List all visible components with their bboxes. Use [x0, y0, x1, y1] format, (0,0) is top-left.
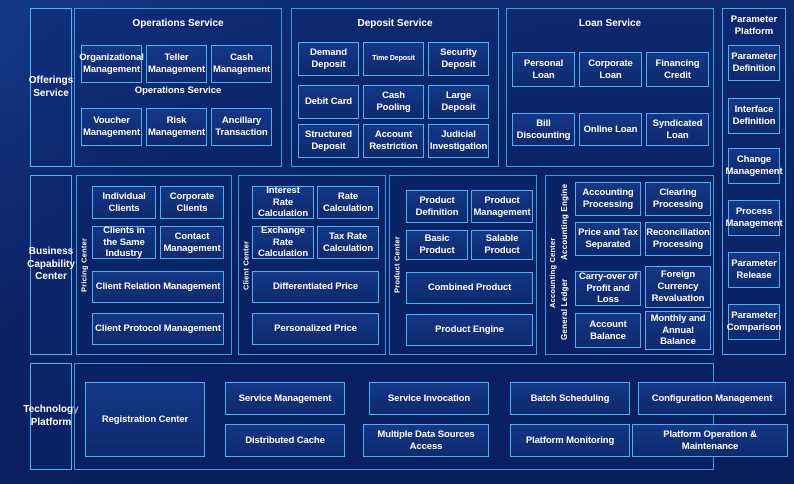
cell-judicial-investigation[interactable]: Judicial Investigation [428, 124, 489, 158]
cell-differentiated-price[interactable]: Differentiated Price [252, 271, 379, 303]
lane-offerings-service-label: Offerings Service [28, 75, 74, 99]
cell-demand-deposit[interactable]: Demand Deposit [298, 42, 359, 76]
cell-combined-product[interactable]: Combined Product [406, 272, 533, 304]
cell-clearing-processing[interactable]: Clearing Processing [645, 182, 711, 216]
lane-business-capability-center-label: Business Capability Center [27, 246, 75, 283]
cell-product-management[interactable]: Product Management [471, 190, 533, 223]
cell-online-loan[interactable]: Online Loan [579, 113, 642, 146]
cell-contact-management[interactable]: Contact Management [160, 226, 224, 259]
group-loan-service-title: Loan Service [578, 18, 642, 29]
group-operations-service-title: Operations Service [132, 18, 224, 29]
side-column-parameter-platform-title: Parameter Platform [730, 14, 778, 38]
lane-technology-platform-label: Technology Platform [23, 404, 79, 428]
lane-business-capability-center[interactable]: Business Capability Center [27, 175, 75, 355]
cell-batch-scheduling[interactable]: Batch Scheduling [510, 382, 630, 415]
side-item-interface-definition[interactable]: Interface Definition [728, 98, 780, 134]
cell-reconciliation-processing[interactable]: Reconciliation Processing [645, 222, 711, 256]
cell-service-management[interactable]: Service Management [225, 382, 345, 415]
cell-personalized-price[interactable]: Personalized Price [252, 313, 379, 345]
cell-individual-clients[interactable]: Individual Clients [92, 186, 156, 219]
subgroup-general-ledger-vlabel: General Ledger [560, 278, 569, 340]
side-item-change-management[interactable]: Change Management [725, 148, 783, 184]
side-item-parameter-release[interactable]: Parameter Release [728, 252, 780, 288]
cell-service-invocation[interactable]: Service Invocation [369, 382, 489, 415]
cell-syndicated-loan[interactable]: Syndicated Loan [646, 113, 709, 146]
cell-price-and-tax-separated[interactable]: Price and Tax Separated [575, 222, 641, 256]
cell-account-restriction[interactable]: Account Restriction [363, 124, 424, 158]
cell-product-definition[interactable]: Product Definition [406, 190, 468, 223]
cell-distributed-cache[interactable]: Distributed Cache [225, 424, 345, 457]
cell-clients-same-industry[interactable]: Clients in the Same Industry [92, 225, 156, 259]
side-item-parameter-definition[interactable]: Parameter Definition [728, 45, 780, 81]
cell-corporate-clients[interactable]: Corporate Clients [160, 186, 224, 219]
side-item-process-management[interactable]: Process Management [725, 200, 783, 236]
cell-basic-product[interactable]: Basic Product [406, 230, 468, 260]
cell-personal-loan[interactable]: Personal Loan [512, 52, 575, 87]
cell-structured-deposit[interactable]: Structured Deposit [298, 124, 359, 158]
cell-multiple-data-sources-access[interactable]: Multiple Data Sources Access [363, 424, 489, 457]
cell-interest-rate-calculation[interactable]: Interest Rate Calculation [252, 185, 314, 219]
lane-offerings-service[interactable]: Offerings Service [28, 8, 74, 167]
cell-registration-center[interactable]: Registration Center [85, 382, 205, 457]
cell-client-protocol-management[interactable]: Client Protocol Management [92, 313, 224, 345]
cell-configuration-management[interactable]: Configuration Management [638, 382, 786, 415]
cell-cash-management[interactable]: Cash Management [211, 45, 272, 83]
cell-corporate-loan[interactable]: Corporate Loan [579, 52, 642, 87]
group-client-center-vlabel: Client Center [241, 240, 251, 290]
cell-salable-product[interactable]: Salable Product [471, 230, 533, 260]
group-product-center-vlabel: Product Center [392, 236, 402, 294]
cell-client-relation-management[interactable]: Client Relation Management [92, 271, 224, 303]
cell-voucher-management[interactable]: Voucher Management [81, 108, 142, 146]
cell-account-balance[interactable]: Account Balance [575, 313, 641, 348]
cell-large-deposit[interactable]: Large Deposit [428, 85, 489, 119]
cell-platform-operation-maintenance[interactable]: Platform Operation & Maintenance [632, 424, 788, 457]
cell-foreign-currency-revaluation[interactable]: Foreign Currency Revaluation [645, 266, 711, 308]
group-deposit-service-title: Deposit Service [357, 18, 433, 29]
group-accounting-center-vlabel: Accounting Center [548, 237, 557, 308]
cell-time-deposit[interactable]: Time Deposit [363, 42, 424, 76]
group-operations-service-ghost-title: Operations Service [134, 85, 222, 96]
cell-exchange-rate-calculation[interactable]: Exchange Rate Calculation [252, 225, 314, 259]
cell-product-engine[interactable]: Product Engine [406, 314, 533, 346]
cell-carry-over-profit-loss[interactable]: Carry-over of Profit and Loss [575, 271, 641, 306]
cell-teller-management[interactable]: Teller Management [146, 45, 207, 83]
group-pricing-center-vlabel: Pricing Center [79, 237, 89, 293]
cell-risk-management[interactable]: Risk Management [146, 108, 207, 146]
cell-monthly-annual-balance[interactable]: Monthly and Annual Balance [645, 311, 711, 350]
cell-rate-calculation[interactable]: Rate Calculation [317, 186, 379, 219]
cell-financing-credit[interactable]: Financing Credit [646, 52, 709, 87]
cell-organizational-management[interactable]: Organizational Management [79, 45, 144, 83]
lane-technology-platform[interactable]: Technology Platform [23, 363, 79, 470]
cell-tax-rate-calculation[interactable]: Tax Rate Calculation [317, 226, 379, 259]
cell-cash-pooling[interactable]: Cash Pooling [363, 85, 424, 119]
cell-platform-monitoring[interactable]: Platform Monitoring [510, 424, 630, 457]
cell-ancillary-transaction[interactable]: Ancillary Transaction [211, 108, 272, 146]
cell-security-deposit[interactable]: Security Deposit [428, 42, 489, 76]
side-item-parameter-comparison[interactable]: Parameter Comparison [727, 304, 781, 340]
cell-bill-discounting[interactable]: Bill Discounting [512, 113, 575, 146]
subgroup-accounting-engine-vlabel: Accounting Engine [560, 183, 569, 261]
cell-debit-card[interactable]: Debit Card [298, 85, 359, 119]
cell-accounting-processing[interactable]: Accounting Processing [575, 182, 641, 216]
